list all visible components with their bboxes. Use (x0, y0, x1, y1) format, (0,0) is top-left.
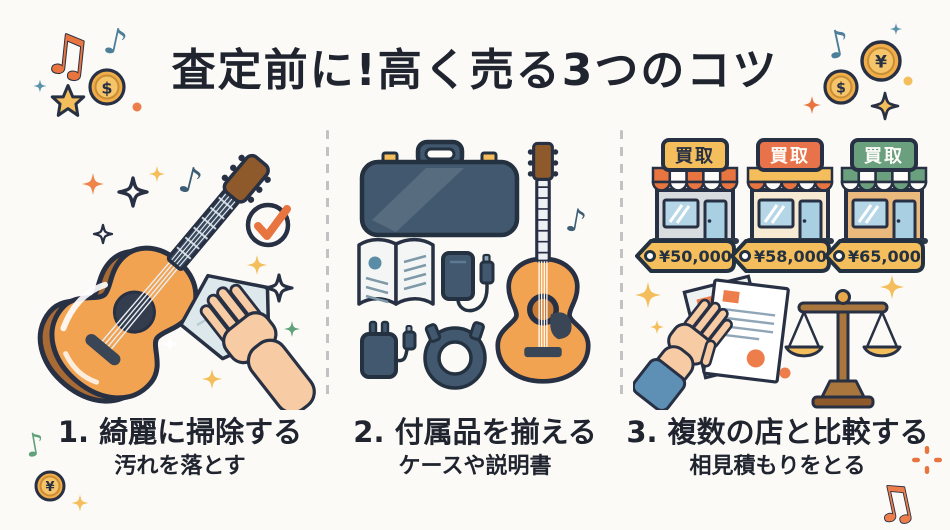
star-icon (50, 84, 86, 117)
price-tag-3: ¥65,000 (824, 239, 925, 273)
section-subtext: 汚れを落とす (114, 454, 246, 479)
shop-sign-label: 買取 (770, 146, 810, 167)
section-heading: 1. 綺麗に掃除する (57, 415, 303, 449)
music-note-icon: ♪ (21, 424, 48, 465)
section-divider (326, 130, 329, 402)
sparkle-icon (870, 91, 900, 121)
section-subtext: ケースや説明書 (398, 454, 552, 479)
guitar-case (359, 139, 520, 238)
sparkle-icon (803, 96, 821, 114)
price-label: ¥58,000 (754, 247, 827, 266)
yen-coin-icon: ¥ (34, 470, 66, 502)
beamed-music-note-icon: ♫ (40, 21, 95, 89)
decoration-bottom-right: ♫ (870, 446, 942, 527)
section-heading: 3. 複数の店と比較する (626, 415, 929, 449)
svg-text:¥: ¥ (875, 53, 887, 73)
storefront-2: 買取 (746, 138, 834, 244)
music-note-icon: ♪ (822, 20, 855, 68)
dot-icon (132, 102, 142, 112)
svg-text:¥: ¥ (45, 480, 54, 495)
sparkle-icon (650, 320, 664, 334)
caption-accessories: 2. 付属品を揃える ケースや説明書 (335, 414, 615, 480)
storefront-1: 買取 (651, 138, 739, 244)
wall-charger (360, 320, 417, 379)
beamed-music-note-icon: ♫ (870, 472, 922, 527)
dollar-coin-icon: $ (88, 68, 126, 106)
dot-icon (903, 76, 913, 86)
music-note-icon: ♪ (174, 159, 206, 204)
sparkle-icon (149, 166, 165, 182)
page-title: 査定前に!高く売る3つのコツ (171, 45, 779, 96)
price-tag-1: ¥50,000 (635, 239, 736, 273)
decoration-top-right: ♪ ¥ $ (803, 20, 913, 121)
shop-sign-label: 買取 (864, 146, 904, 167)
sparkle-icon (71, 494, 89, 512)
section-divider (620, 130, 623, 402)
svg-text:$: $ (836, 81, 846, 97)
caption-compare: 3. 複数の店と比較する 相見積もりをとる (625, 414, 930, 480)
price-tag-2: ¥58,000 (730, 239, 831, 273)
shops-comparison-illustration: 買取 買取 買取 (633, 138, 928, 410)
section-heading: 2. 付属品を揃える (353, 415, 597, 449)
guitar-cleaning-illustration: ♪ (30, 153, 316, 410)
dot-icon (779, 367, 791, 379)
svg-text:$: $ (101, 79, 112, 98)
sparkle-icon (161, 335, 179, 353)
sparkle-icon (202, 369, 222, 389)
sparkle-icon (890, 23, 902, 35)
acoustic-guitar (498, 141, 588, 381)
yen-coin-icon: ¥ (860, 40, 902, 82)
price-label: ¥65,000 (848, 247, 921, 266)
balance-scale-icon (784, 289, 902, 409)
holding-hand (633, 298, 733, 410)
sparkle-icon (635, 282, 661, 308)
music-note-icon: ♪ (563, 200, 590, 241)
decoration-top-left: ♫ ♪ $ (33, 20, 142, 117)
price-label: ¥50,000 (659, 247, 732, 266)
sparkle-icon (92, 223, 114, 245)
accessories-illustration: ♪ (357, 139, 622, 390)
music-note-icon: ♪ (100, 20, 131, 65)
shop-sign-label: 買取 (675, 146, 715, 167)
dollar-coin-icon: $ (823, 69, 859, 105)
check-circle-icon (245, 202, 291, 248)
sparkle-icon (880, 275, 904, 299)
sparkle-icon (117, 176, 149, 208)
power-adapter (441, 251, 495, 313)
sparkle-icon (284, 321, 300, 337)
storefront-3: 買取 (840, 138, 928, 244)
manual-booklet (357, 237, 435, 306)
caption-clean: 1. 綺麗に掃除する 汚れを落とす (30, 414, 330, 480)
sparkle-icon (247, 255, 267, 275)
cleaning-hand (199, 283, 316, 410)
sparkle-icon (264, 273, 294, 303)
section-subtext: 相見積もりをとる (689, 454, 866, 479)
decoration-bottom-left: ♪ ¥ (21, 424, 89, 512)
plus-sparkle-icon (912, 446, 942, 474)
cable-coil (423, 321, 487, 390)
sparkle-icon (82, 173, 104, 195)
acoustic-guitar (30, 153, 271, 410)
